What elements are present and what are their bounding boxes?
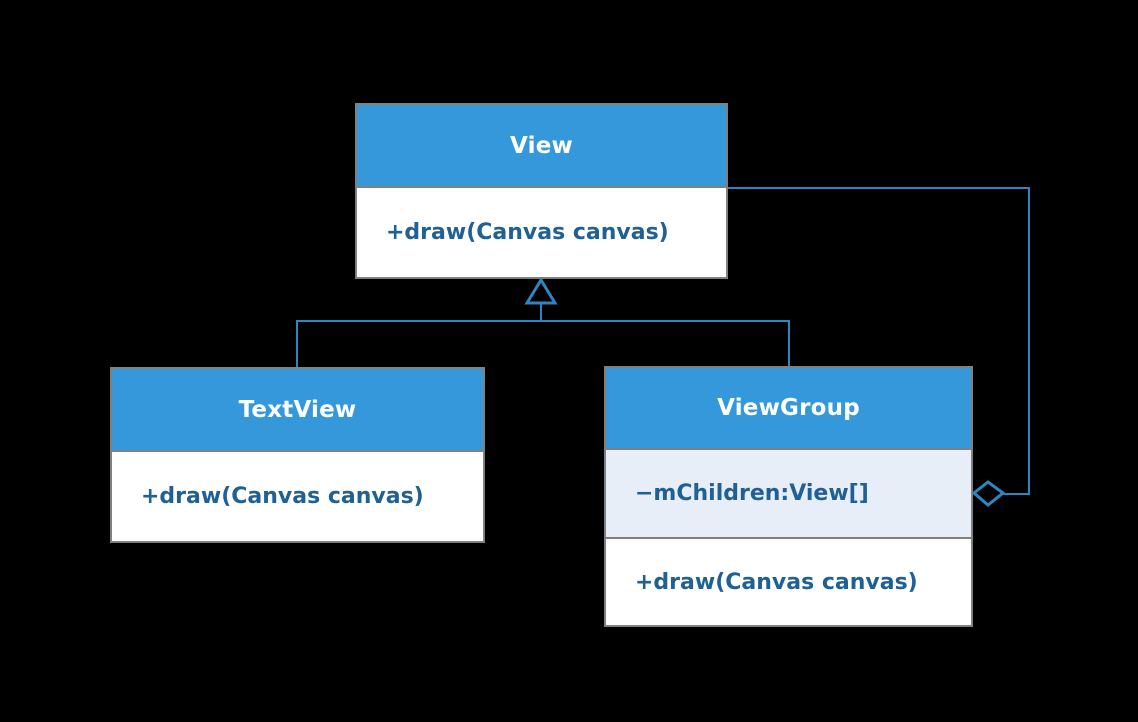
generalization-branch-textview [296,320,298,368]
class-methods-textview: +draw(Canvas canvas) [112,452,483,541]
attribute-label: −mChildren:View[] [635,481,869,506]
generalization-branch-viewgroup [788,320,790,367]
class-methods-viewgroup: +draw(Canvas canvas) [606,539,971,625]
generalization-stem-view [540,289,542,321]
class-header-viewgroup: ViewGroup [606,368,971,450]
class-name-textview: TextView [238,396,357,423]
class-header-textview: TextView [112,369,483,452]
method-label: +draw(Canvas canvas) [635,569,918,595]
class-box-textview[interactable]: TextView +draw(Canvas canvas) [110,367,485,543]
class-name-view: View [510,132,573,159]
class-box-viewgroup[interactable]: ViewGroup −mChildren:View[] +draw(Canvas… [604,366,973,627]
aggregation-segment-bottom [1003,493,1030,495]
class-methods-view: +draw(Canvas canvas) [357,188,726,277]
aggregation-segment-top [727,187,1030,189]
class-name-viewgroup: ViewGroup [717,395,860,421]
aggregation-segment-right [1028,187,1030,495]
class-header-view: View [357,105,726,188]
class-box-view[interactable]: View +draw(Canvas canvas) [355,103,728,279]
aggregation-diamond-icon [971,480,1006,507]
class-attributes-viewgroup: −mChildren:View[] [606,450,971,539]
generalization-bus [296,320,790,322]
method-label: +draw(Canvas canvas) [386,220,669,245]
method-label: +draw(Canvas canvas) [141,484,424,509]
